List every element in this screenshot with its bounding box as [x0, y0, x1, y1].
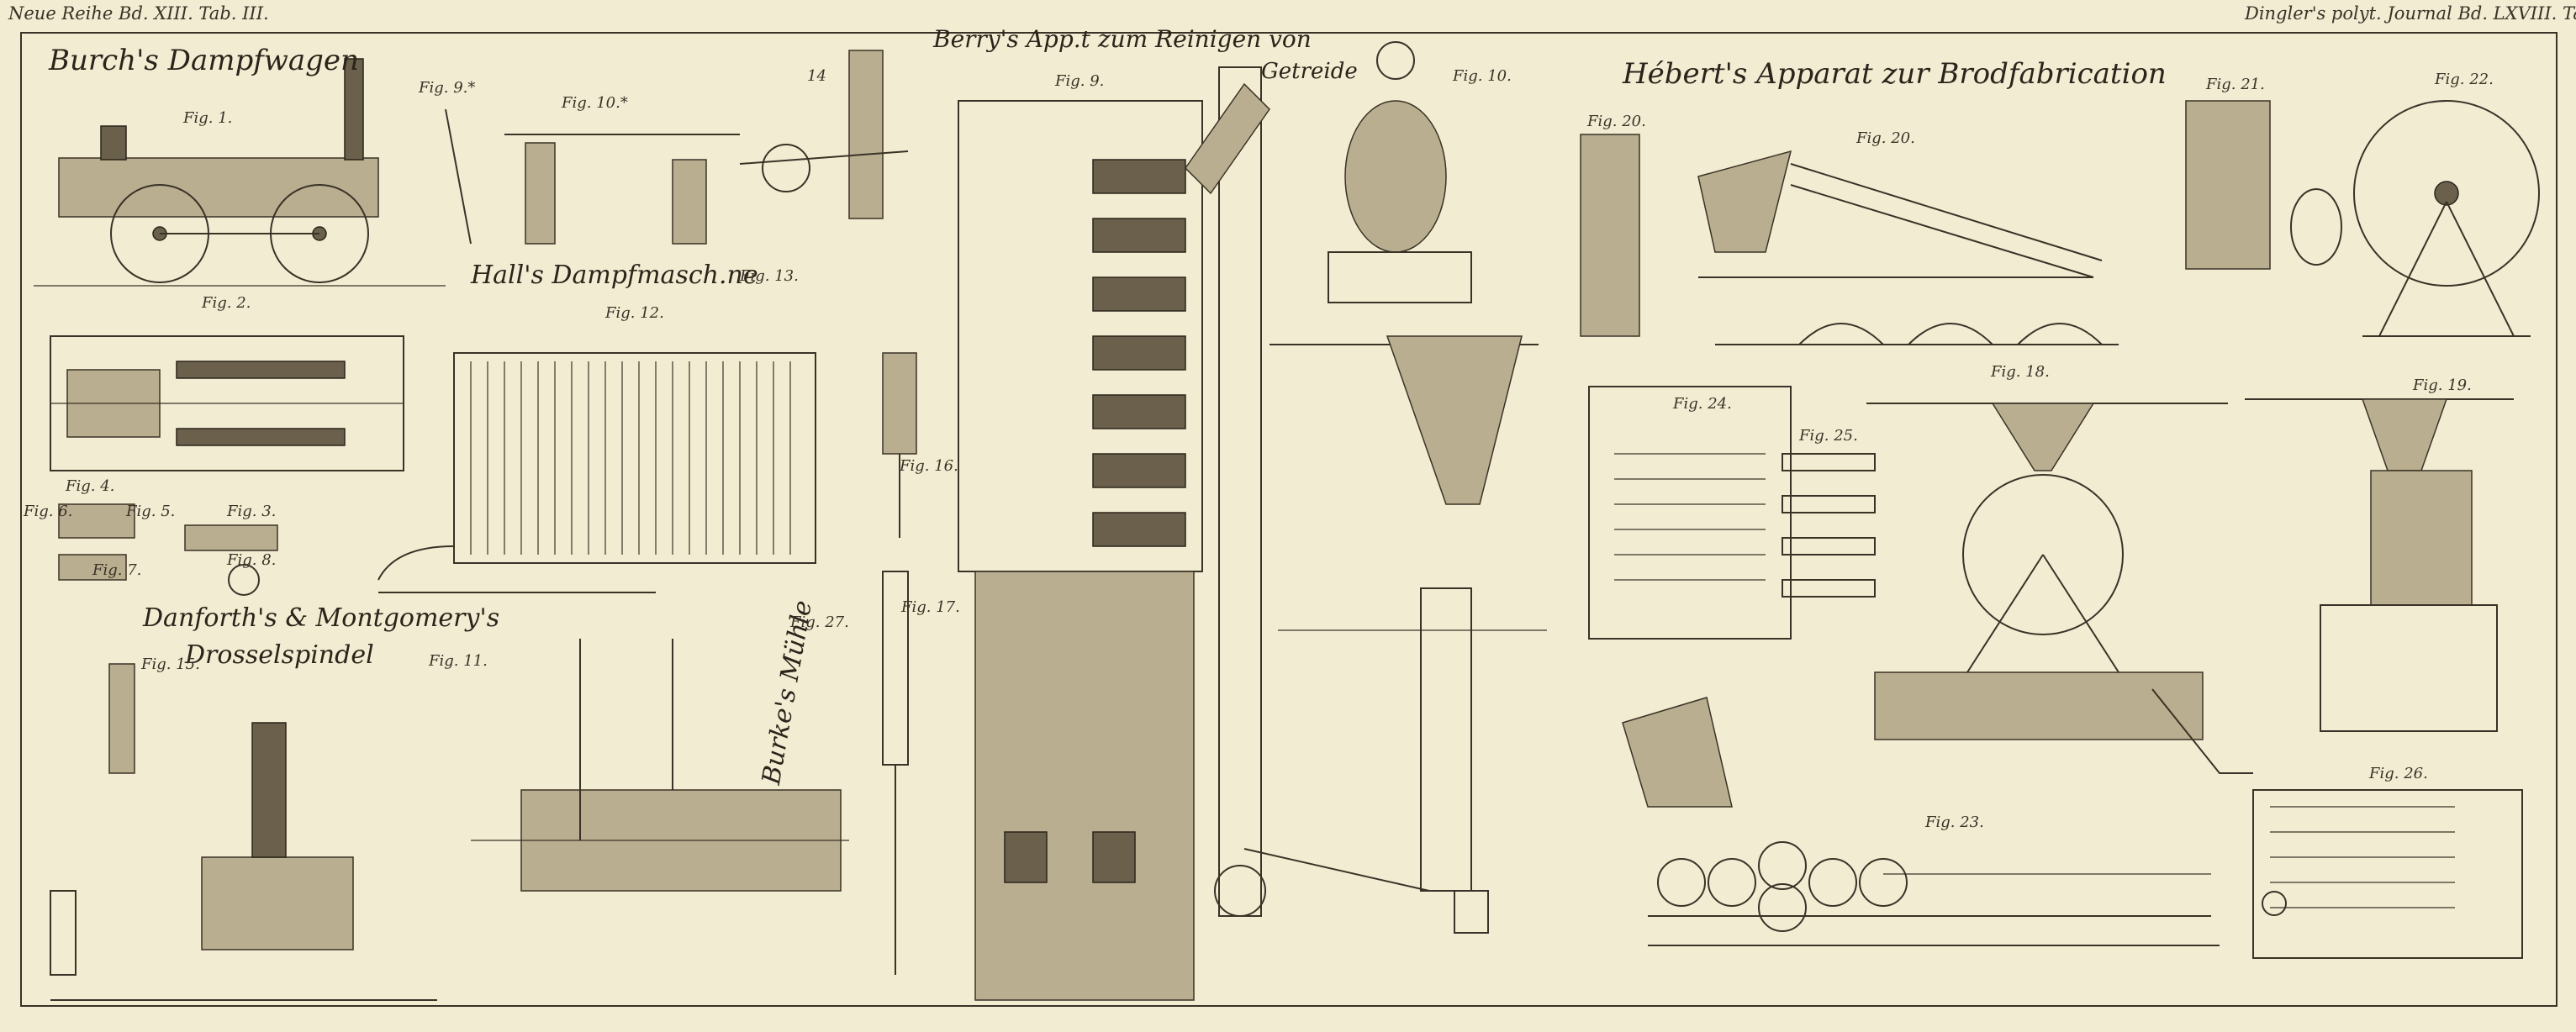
small-parts-drawing	[58, 503, 278, 596]
condenser-drawing	[377, 352, 816, 593]
fig-label-3: Fig. 3.	[227, 503, 277, 520]
fig-label-9: Fig. 9.	[1055, 72, 1105, 90]
boiler-drawing	[471, 639, 849, 892]
fig-label-13: Fig. 13.	[740, 267, 799, 285]
fig-label-4: Fig. 4.	[66, 477, 115, 495]
fig-label-2: Fig. 2.	[202, 294, 251, 312]
pump-drawings	[445, 108, 740, 245]
kneading-drum-drawing	[2185, 100, 2540, 337]
ball-mixer-drawing	[1866, 403, 2253, 774]
title-hebert: Hébert's Apparat zur Brodfabrication	[1623, 57, 2167, 91]
title-danforth: Danforth's & Montgomery's	[143, 603, 500, 633]
roller-machine-drawing	[1622, 697, 2220, 946]
fig-label-10: Fig. 10.	[1453, 67, 1512, 85]
title-danforth-2: Drosselspindel	[185, 640, 374, 670]
plate-border	[20, 32, 2558, 1007]
oven-shelves-drawing	[1588, 386, 1876, 640]
fig-label-14: 14	[807, 67, 826, 85]
fig-label-18: Fig. 18.	[1991, 363, 2050, 381]
fig-label-22: Fig. 22.	[2435, 71, 2494, 88]
fig-label-16: Fig. 16.	[900, 457, 958, 475]
fig-label-6: Fig. 6.	[24, 503, 73, 520]
fig-label-21: Fig. 21.	[2206, 76, 2265, 93]
fig-label-26: Fig. 26.	[2369, 765, 2428, 782]
locomotive-plan-drawing	[50, 335, 404, 471]
fig-label-8: Fig. 8.	[227, 551, 277, 569]
title-berry-2: Getreide	[1261, 59, 1358, 84]
locomotive-drawing	[34, 58, 446, 287]
header-left: Neue Reihe Bd. XIII. Tab. III.	[8, 3, 269, 24]
header-right: Dingler's polyt. Journal Bd. LXVIII. Tab…	[2245, 3, 2576, 24]
fig-label-15: Fig. 15.	[141, 656, 200, 673]
fig-label-1: Fig. 1.	[183, 109, 233, 127]
fig-label-23: Fig. 23.	[1925, 813, 1984, 831]
fig-label-9a: Fig. 9.*	[419, 79, 476, 97]
fig-label-27: Fig. 27.	[790, 613, 849, 631]
hopper-elevator-drawing	[1243, 335, 1547, 934]
fig-label-11: Fig. 11.	[429, 652, 488, 670]
cleaning-drum-drawing	[1328, 41, 1472, 303]
fig-label-7: Fig. 7.	[92, 561, 142, 579]
title-burch: Burch's Dampfwagen	[49, 44, 359, 77]
fig-label-12: Fig. 12.	[605, 304, 664, 322]
fig-label-17: Fig. 17.	[901, 598, 960, 616]
rod-drawing	[882, 571, 909, 975]
spindle-machinery-drawing	[50, 663, 437, 1001]
dough-press-drawing	[2245, 398, 2514, 732]
oven-section-drawing	[2252, 789, 2523, 959]
valve-gear-drawing	[739, 50, 917, 538]
fig-label-25: Fig. 25.	[1799, 427, 1858, 445]
fig-label-5: Fig. 5.	[126, 503, 176, 520]
fig-label-10a: Fig. 10.*	[562, 94, 628, 112]
grain-cleaner-drawing	[958, 66, 1270, 1001]
fig-label-24: Fig. 24.	[1673, 395, 1732, 413]
title-hall: Hall's Dampfmasch.ne	[471, 261, 758, 290]
title-berry: Berry's App.t zum Reinigen von	[933, 25, 1312, 53]
fig-label-20a: Fig. 20.	[1587, 113, 1646, 130]
fig-label-20b: Fig. 20.	[1856, 129, 1915, 147]
fig-label-19: Fig. 19.	[2413, 376, 2472, 394]
bread-conveyor-drawing	[1580, 134, 2119, 345]
